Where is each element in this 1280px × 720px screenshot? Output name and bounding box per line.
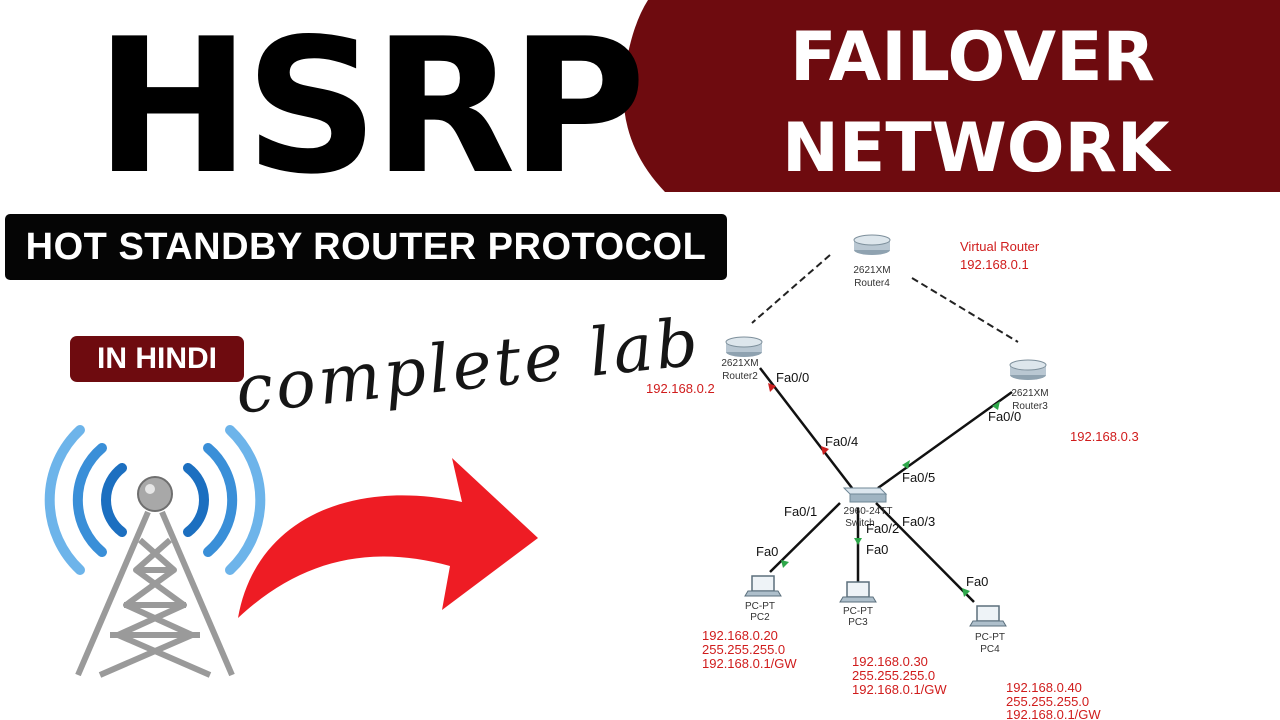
virtual-router-ip: 192.168.0.1 <box>960 257 1029 272</box>
radio-tower-icon <box>44 425 266 678</box>
router4-model: 2621XM <box>853 265 890 276</box>
switch-port-fa0-5: Fa0/5 <box>902 470 935 485</box>
router-icon <box>1009 359 1047 380</box>
curved-arrow-icon <box>238 458 538 618</box>
banner-line-2: NETWORK <box>782 109 1170 188</box>
pc4-model: PC-PT <box>975 632 1005 643</box>
switch-port-fa0-4: Fa0/4 <box>825 434 858 449</box>
link-marker <box>781 560 789 568</box>
banner-line-1: FAILOVER <box>790 18 1155 97</box>
pc3-ip: 192.168.0.30 <box>852 654 928 669</box>
link-marker <box>821 446 829 455</box>
pc-icon <box>969 605 1007 627</box>
link-router4-router3 <box>911 277 1019 343</box>
switch-name: Switch <box>845 518 874 529</box>
link-marker <box>962 588 970 597</box>
pc4-gateway: 192.168.0.1/GW <box>1006 707 1101 720</box>
pc4-port-label: Fa0 <box>966 574 988 589</box>
pc3-port-label: Fa0 <box>866 542 888 557</box>
language-badge: IN HINDI <box>70 336 244 382</box>
router4-name: Router4 <box>854 278 890 289</box>
pc2-name: PC2 <box>750 612 770 623</box>
link-marker <box>992 401 1000 410</box>
link-marker <box>902 460 910 469</box>
link-marker <box>854 538 862 545</box>
router2-port-label: Fa0/0 <box>776 370 809 385</box>
pc2-model: PC-PT <box>745 601 775 612</box>
router-icon <box>853 234 891 255</box>
router2-name: Router2 <box>722 371 758 382</box>
banner-shape <box>623 0 1280 192</box>
pc2-mask: 255.255.255.0 <box>702 642 785 657</box>
pc3-name: PC3 <box>848 617 868 628</box>
pc3-gateway: 192.168.0.1/GW <box>852 682 947 697</box>
pc4-ip: 192.168.0.40 <box>1006 680 1082 695</box>
switch-icon <box>842 487 888 503</box>
router3-model: 2621XM <box>1011 388 1048 399</box>
router3-name: Router3 <box>1012 401 1048 412</box>
switch-port-fa0-3: Fa0/3 <box>902 514 935 529</box>
link-router3-switch <box>877 390 1013 490</box>
switch-model: 2960-24TT <box>844 506 893 517</box>
pc3-mask: 255.255.255.0 <box>852 668 935 683</box>
router2-ip: 192.168.0.2 <box>646 381 715 396</box>
pc4-name: PC4 <box>980 644 1000 655</box>
pc-icon <box>839 581 877 603</box>
pc4-mask: 255.255.255.0 <box>1006 694 1089 709</box>
script-caption: complete lab <box>231 303 705 429</box>
link-switch-pc4 <box>875 502 975 603</box>
pc-icon <box>744 575 782 597</box>
router2-model: 2621XM <box>721 358 758 369</box>
router3-port-label: Fa0/0 <box>988 409 1021 424</box>
pc2-port-label: Fa0 <box>756 544 778 559</box>
switch-port-fa0-1: Fa0/1 <box>784 504 817 519</box>
switch-port-fa0-2: Fa0/2 <box>866 521 899 536</box>
main-title: HSRP <box>95 0 646 215</box>
router3-ip: 192.168.0.3 <box>1070 429 1139 444</box>
pc3-model: PC-PT <box>843 606 873 617</box>
pc2-ip: 192.168.0.20 <box>702 628 778 643</box>
virtual-router-label: Virtual Router <box>960 239 1040 254</box>
link-router2-switch <box>759 367 853 489</box>
subtitle-bar: HOT STANDBY ROUTER PROTOCOL <box>5 214 727 280</box>
network-diagram: 2621XM Router4 2621XM Router2 2621XM Rou… <box>646 234 1139 720</box>
link-marker <box>768 383 776 392</box>
link-router4-router2 <box>751 254 831 324</box>
pc2-gateway: 192.168.0.1/GW <box>702 656 797 671</box>
router-icon <box>725 336 763 357</box>
